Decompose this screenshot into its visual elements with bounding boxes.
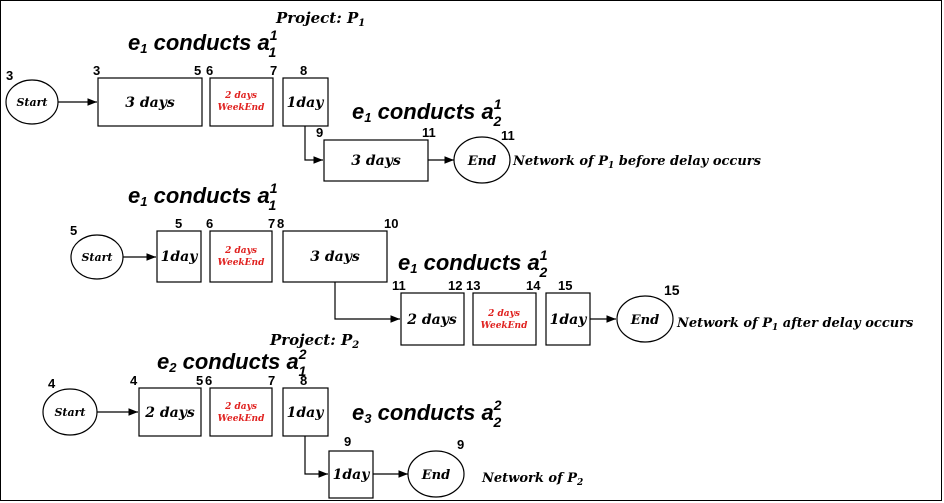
a1-start-time: 3 xyxy=(93,63,100,78)
activity-box-label: 3 days xyxy=(351,153,401,169)
activity-box-a1-part2 xyxy=(282,77,329,127)
activity-box-a1 xyxy=(138,387,202,437)
weekend-start-time: 13 xyxy=(466,278,480,293)
start-time-label: 4 xyxy=(48,376,56,391)
end-node-label: End xyxy=(467,154,496,169)
start-node-label: Start xyxy=(54,406,85,419)
weekend-label-line1: 2 days xyxy=(487,309,520,319)
weekend-end-time: 7 xyxy=(268,216,275,231)
activity-box-a1 xyxy=(156,230,202,283)
a1-start-time: 4 xyxy=(130,373,138,388)
weekend-start-time: 6 xyxy=(206,63,213,78)
activity-box-label: 1day xyxy=(287,405,325,421)
weekend-label-line1: 2 days xyxy=(224,402,257,412)
start-time-label: 3 xyxy=(6,68,13,83)
activity-box-a1-part2 xyxy=(282,230,388,283)
a1-end-time: 5 xyxy=(175,216,182,231)
activity-box-a1 xyxy=(97,77,203,127)
activity-box-label: 1day xyxy=(333,467,371,483)
weekend-box xyxy=(209,230,273,283)
project-p1-title: Project: P1 xyxy=(275,9,365,29)
connector-arrow xyxy=(304,436,328,478)
weekend-end-time: 7 xyxy=(270,63,277,78)
network-caption: Network of P1 after delay occurs xyxy=(676,316,914,333)
weekend-label-line1: 2 days xyxy=(224,246,257,256)
weekend-label-line2: WeekEnd xyxy=(218,414,265,424)
activity-box-label: 3 days xyxy=(125,95,175,111)
a1b-start-time: 8 xyxy=(300,373,307,388)
weekend-box xyxy=(209,77,274,127)
network-p1-before-delay: 3 Start 3 5 3 days 6 7 2 days WeekEnd 8 … xyxy=(5,63,762,184)
weekend-label-line2: WeekEnd xyxy=(218,258,265,268)
end-time-label: 11 xyxy=(501,128,515,143)
activity-box-label: 2 days xyxy=(144,405,195,421)
activity-box-label: 2 days xyxy=(406,312,457,328)
a1b-start-time: 8 xyxy=(300,63,307,78)
project-p2-title: Project: P2 xyxy=(269,331,359,351)
end-node xyxy=(407,450,465,498)
end-node-label: End xyxy=(630,313,659,328)
weekend-label-line2: WeekEnd xyxy=(218,103,265,113)
network-p1-after-delay: 5 Start 5 1day 6 7 2 days WeekEnd 8 10 3… xyxy=(70,216,914,346)
start-node-label: Start xyxy=(81,251,112,264)
weekend-start-time: 6 xyxy=(205,373,212,388)
connector-arrow xyxy=(304,126,323,164)
a2-start-time: 9 xyxy=(344,434,351,449)
a2-start-time: 11 xyxy=(392,278,406,293)
a1-end-time: 5 xyxy=(196,373,203,388)
activity-box-label: 3 days xyxy=(310,249,360,265)
weekend-label-line1: 2 days xyxy=(224,91,257,101)
a2b-start-time: 15 xyxy=(558,278,572,293)
activity-box-a2-part2 xyxy=(545,292,591,346)
weekend-label-line2: WeekEnd xyxy=(481,321,528,331)
network-caption: Network of P1 before delay occurs xyxy=(512,154,762,171)
activity-box-a2 xyxy=(400,292,465,346)
end-node xyxy=(616,295,674,343)
activity-box-label: 1day xyxy=(550,312,588,328)
weekend-start-time: 6 xyxy=(206,216,213,231)
activity-box-label: 1day xyxy=(161,249,199,265)
a1b-end-time: 10 xyxy=(384,216,398,231)
activity-box-label: 1day xyxy=(287,95,325,111)
a2-end-time: 12 xyxy=(448,278,462,293)
network-caption: Network of P2 xyxy=(481,471,583,488)
network-p2: 4 Start 4 5 2 days 6 7 2 days WeekEnd 8 … xyxy=(42,373,583,499)
activity-box-a1-part2 xyxy=(282,387,329,437)
a2-start-time: 9 xyxy=(316,125,323,140)
start-node-label: Start xyxy=(16,96,47,109)
activity-box-a2 xyxy=(323,139,429,182)
a2-end-time: 11 xyxy=(422,125,436,140)
weekend-end-time: 14 xyxy=(526,278,541,293)
end-time-label: 15 xyxy=(664,282,680,298)
end-time-label: 9 xyxy=(457,437,464,452)
end-node xyxy=(453,136,511,184)
activity-box-a2 xyxy=(328,450,374,499)
weekend-box xyxy=(472,292,537,346)
a1-end-time: 5 xyxy=(194,63,201,78)
weekend-box xyxy=(209,387,273,437)
a1b-start-time: 8 xyxy=(277,216,284,231)
end-node-label: End xyxy=(421,468,450,483)
start-time-label: 5 xyxy=(70,223,77,238)
connector-arrow xyxy=(334,282,400,323)
weekend-end-time: 7 xyxy=(268,373,275,388)
